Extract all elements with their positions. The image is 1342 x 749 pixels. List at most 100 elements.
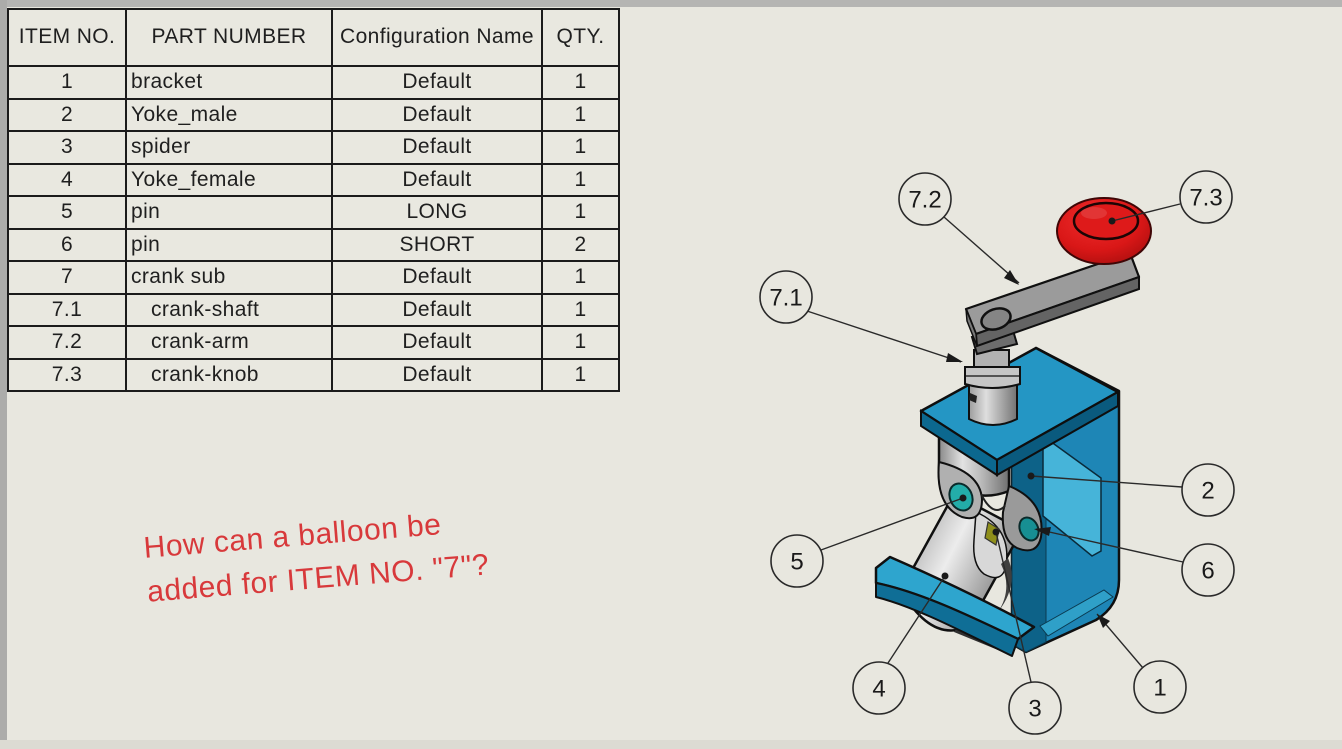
leader-dot-3: [992, 528, 1000, 536]
crank-shaft-part[interactable]: [964, 349, 1021, 426]
cell-configuration[interactable]: Default: [331, 292, 543, 327]
cell-part-number[interactable]: pin: [125, 195, 333, 230]
bom-header-qty[interactable]: QTY.: [541, 8, 620, 67]
table-row[interactable]: 7.3 crank-knob Default 1: [7, 357, 620, 392]
pin-short-part[interactable]: [1016, 514, 1042, 543]
bracket-wall-inner-highlight: [1042, 434, 1102, 557]
leader-4: [887, 575, 946, 664]
leader-dot-5: [959, 494, 967, 502]
table-row[interactable]: 5 pin LONG 1: [7, 195, 620, 230]
cell-qty[interactable]: 1: [541, 65, 620, 100]
bom-header-part-number[interactable]: PART NUMBER: [125, 8, 333, 67]
cell-qty[interactable]: 1: [541, 195, 620, 230]
balloon-1[interactable]: 1: [1133, 660, 1187, 714]
crank-shaft-collar: [964, 366, 1021, 389]
table-row[interactable]: 1 bracket Default 1: [7, 65, 620, 100]
crank-arm-part[interactable]: [964, 251, 1141, 356]
cell-configuration[interactable]: Default: [331, 260, 543, 295]
bom-table[interactable]: ITEM NO. PART NUMBER Configuration Name …: [7, 8, 620, 392]
drawing-sheet-edge: [0, 740, 1342, 749]
cell-part-number[interactable]: Yoke_female: [125, 162, 333, 197]
crank-shaft-body[interactable]: [968, 383, 1018, 426]
cell-part-number[interactable]: bracket: [125, 65, 333, 100]
balloon-7-1[interactable]: 7.1: [759, 270, 813, 324]
cell-item-no[interactable]: 7: [7, 260, 127, 295]
cell-qty[interactable]: 1: [541, 162, 620, 197]
bracket-top-plate[interactable]: [919, 346, 1120, 477]
crank-arm-hole: [980, 307, 1012, 331]
cell-configuration[interactable]: SHORT: [331, 227, 543, 262]
bracket-bottom-lip[interactable]: [874, 555, 1036, 657]
cell-part-number[interactable]: Yoke_male: [125, 97, 333, 132]
balloons: 7.2 7.3 7.1 2 5 6 4 3: [759, 170, 1235, 735]
bom-header-item-no[interactable]: ITEM NO.: [7, 8, 127, 67]
leader-arrow-1: [1097, 614, 1110, 628]
cell-item-no[interactable]: 2: [7, 97, 127, 132]
cell-configuration[interactable]: Default: [331, 97, 543, 132]
cell-part-number[interactable]: spider: [125, 130, 333, 165]
cell-configuration[interactable]: LONG: [331, 195, 543, 230]
cell-qty[interactable]: 1: [541, 292, 620, 327]
cell-item-no[interactable]: 7.2: [7, 325, 127, 360]
leader-6: [1035, 528, 1184, 563]
balloon-5[interactable]: 5: [770, 534, 824, 588]
cell-part-number[interactable]: crank-arm: [125, 325, 333, 360]
balloon-6[interactable]: 6: [1181, 543, 1235, 597]
cell-item-no[interactable]: 7.1: [7, 292, 127, 327]
balloon-label: 3: [1028, 696, 1041, 723]
leader-arrow-7-2: [1004, 270, 1019, 285]
table-row[interactable]: 3 spider Default 1: [7, 130, 620, 165]
cell-configuration[interactable]: Default: [331, 357, 543, 392]
balloon-label: 5: [790, 549, 803, 576]
leader-3: [995, 531, 1032, 683]
leader-arrow-7-1: [946, 353, 963, 362]
cell-qty[interactable]: 1: [541, 97, 620, 132]
cell-part-number[interactable]: crank-knob: [125, 357, 333, 392]
cell-item-no[interactable]: 3: [7, 130, 127, 165]
cell-part-number[interactable]: crank-shaft: [125, 292, 333, 327]
balloon-label: 7.1: [769, 285, 802, 312]
cell-item-no[interactable]: 6: [7, 227, 127, 262]
table-row[interactable]: 7 crank sub Default 1: [7, 260, 620, 295]
leader-dot-7-3: [1108, 217, 1116, 225]
balloon-7-2[interactable]: 7.2: [898, 172, 952, 226]
table-row[interactable]: 2 Yoke_male Default 1: [7, 97, 620, 132]
cell-item-no[interactable]: 5: [7, 195, 127, 230]
leader-dot-4: [941, 572, 949, 580]
spider-part[interactable]: [984, 521, 1000, 546]
cell-configuration[interactable]: Default: [331, 65, 543, 100]
cell-part-number[interactable]: crank sub: [125, 260, 333, 295]
leader-5: [820, 497, 964, 551]
crank-knob-part[interactable]: [1056, 197, 1152, 265]
cell-item-no[interactable]: 1: [7, 65, 127, 100]
table-row[interactable]: 7.2 crank-arm Default 1: [7, 325, 620, 360]
balloon-label: 4: [872, 676, 885, 703]
leader-terminators: [941, 217, 1116, 628]
leader-7-1: [806, 310, 962, 363]
crank-knob-highlight: [1081, 207, 1107, 219]
balloon-4[interactable]: 4: [852, 661, 906, 715]
cell-item-no[interactable]: 7.3: [7, 357, 127, 392]
table-row[interactable]: 7.1 crank-shaft Default 1: [7, 292, 620, 327]
cell-part-number[interactable]: pin: [125, 227, 333, 262]
cell-configuration[interactable]: Default: [331, 162, 543, 197]
cell-qty[interactable]: 1: [541, 130, 620, 165]
cell-configuration[interactable]: Default: [331, 325, 543, 360]
balloon-7-3[interactable]: 7.3: [1179, 170, 1233, 224]
balloon-3[interactable]: 3: [1008, 681, 1062, 735]
crank-shaft-neck: [973, 349, 1010, 368]
cell-qty[interactable]: 1: [541, 260, 620, 295]
spider-visible-face[interactable]: [984, 521, 1000, 546]
window-top-edge: [0, 0, 1342, 7]
bom-header-configuration[interactable]: Configuration Name: [331, 8, 543, 67]
cell-qty[interactable]: 1: [541, 357, 620, 392]
cell-qty[interactable]: 1: [541, 325, 620, 360]
cell-configuration[interactable]: Default: [331, 130, 543, 165]
balloon-label: 7.2: [908, 187, 941, 214]
table-row[interactable]: 4 Yoke_female Default 1: [7, 162, 620, 197]
cell-item-no[interactable]: 4: [7, 162, 127, 197]
cell-qty[interactable]: 2: [541, 227, 620, 262]
table-row[interactable]: 6 pin SHORT 2: [7, 227, 620, 262]
balloon-2[interactable]: 2: [1181, 463, 1235, 517]
bracket-plate-right-edge-face: [996, 390, 1119, 477]
